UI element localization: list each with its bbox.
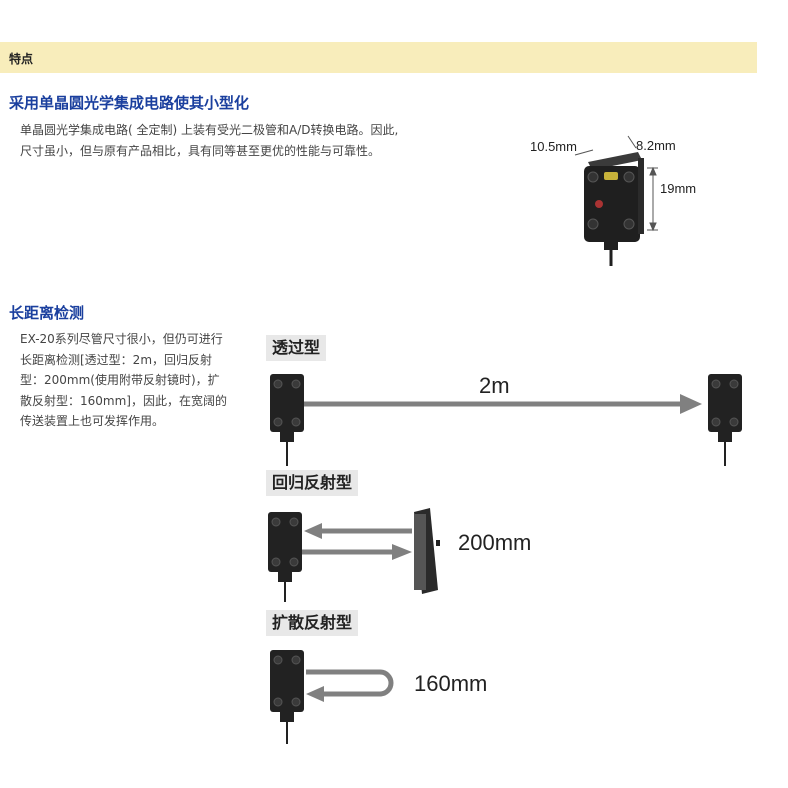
distance-retroreflective: 200mm	[458, 530, 532, 555]
emitter-sensor	[270, 374, 304, 466]
paragraph-line: 长距离检测[透过型：2m，回归反射	[20, 352, 213, 367]
sensor-product-image	[584, 152, 644, 266]
type-label-diffuse: 扩散反射型	[266, 610, 359, 636]
receiver-sensor	[708, 374, 742, 466]
paragraph-line: EX-20系列尽管尺寸很小，但仍可进行	[20, 332, 223, 346]
paragraph-line: 散反射型：160mm]，因此，在宽阔的	[20, 393, 227, 408]
reflector-plate	[414, 508, 440, 594]
section-header-bar: 特点	[0, 42, 757, 73]
section-header-title: 特点	[9, 52, 34, 66]
retroreflective-diagram	[268, 508, 440, 602]
type-label-retroreflective: 回归反射型	[266, 470, 359, 496]
paragraph-line: 单晶圆光学集成电路( 全定制) 上装有受光二极管和A/D转换电路。因此,	[20, 123, 399, 137]
sensor-dimension-figure	[574, 135, 658, 266]
distance-thru-beam: 2m	[479, 373, 510, 398]
retro-sensor	[268, 512, 302, 602]
thru-beam-diagram	[270, 374, 742, 466]
paragraph-miniaturization: 单晶圆光学集成电路( 全定制) 上装有受光二极管和A/D转换电路。因此, 尺寸虽…	[20, 120, 398, 161]
diffuse-sensor	[270, 650, 304, 744]
dimension-depth: 8.2mm	[636, 138, 676, 153]
paragraph-long-distance: EX-20系列尽管尺寸很小，但仍可进行 长距离检测[透过型：2m，回归反射 型：…	[20, 329, 227, 432]
distance-diffuse: 160mm	[414, 671, 488, 696]
dimension-height: 19mm	[660, 181, 697, 196]
paragraph-line: 尺寸虽小，但与原有产品相比，具有同等甚至更优的性能与可靠性。	[20, 143, 381, 158]
beam-arrow-head	[680, 394, 702, 414]
type-label-thru-beam: 透过型	[266, 335, 327, 361]
heading-long-distance: 长距离检测	[9, 304, 85, 322]
heading-miniaturization: 采用单晶圆光学集成电路使其小型化	[9, 94, 250, 112]
diffuse-reflective-diagram	[270, 650, 394, 744]
dimension-width: 10.5mm	[530, 139, 577, 154]
paragraph-line: 型：200mm(使用附带反射镜时)，扩	[20, 373, 220, 387]
paragraph-line: 传送装置上也可发挥作用。	[20, 414, 165, 428]
